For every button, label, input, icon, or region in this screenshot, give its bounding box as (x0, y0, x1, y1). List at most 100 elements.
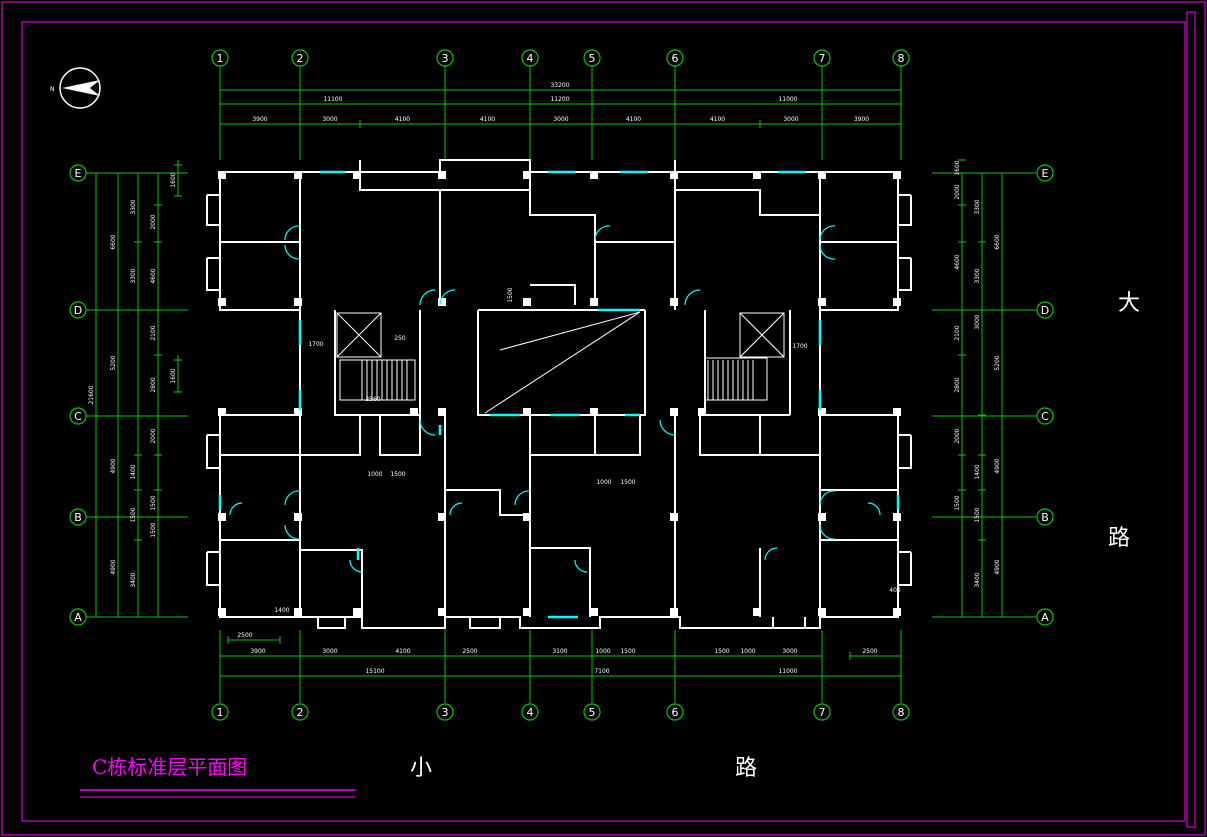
dim-right-innermost-3: 2100 (954, 325, 961, 340)
walls (206, 159, 912, 629)
door-swings (229, 225, 881, 573)
structural-columns (218, 171, 901, 616)
axis-bubble-right-C: C (1036, 407, 1054, 425)
dim-right-inner-0: 3300 (974, 199, 981, 214)
axis-bubble-bottom-8: 8 (892, 703, 910, 721)
column-1 (294, 171, 302, 179)
dim-top-span-5: 4100 (626, 116, 641, 123)
dim-right-mid-0: 6600 (994, 234, 1001, 249)
dim-top-span-1: 3000 (322, 116, 337, 123)
dim-bottom-total-2: 11000 (778, 668, 797, 675)
column-9 (893, 171, 901, 179)
dim-left-inner-4: 3400 (130, 572, 137, 587)
column-28 (218, 513, 226, 521)
dim-left-outer: 21600 (88, 385, 95, 404)
axis-bubble-bottom-5-label: 5 (589, 706, 596, 719)
dim-left-mid-1: 5200 (110, 355, 117, 370)
dim-right-inner-1: 3300 (974, 268, 981, 283)
column-40 (590, 608, 598, 616)
column-41 (670, 608, 678, 616)
dim-right-mid-3: 4900 (994, 559, 1001, 574)
axis-bubble-top-4-label: 4 (527, 52, 534, 65)
axis-bubble-top-1: 1 (211, 49, 229, 67)
axis-bubble-top-6: 6 (666, 49, 684, 67)
axis-bubble-top-3: 3 (436, 49, 454, 67)
axis-bubble-top-7: 7 (813, 49, 831, 67)
dim-top-mid-left: 11100 (323, 96, 342, 103)
column-32 (670, 513, 678, 521)
drawing-title: C栋标准层平面图 (92, 755, 247, 779)
dim-bottom-span-8: 1000 (740, 648, 755, 655)
axis-bubble-top-4: 4 (521, 49, 539, 67)
axis-bubble-bottom-7: 7 (813, 703, 831, 721)
dim-top-span-2: 4100 (395, 116, 410, 123)
axis-bubble-left-D-label: D (74, 304, 82, 317)
dim-left-innermost-4: 2000 (150, 428, 157, 443)
dim-right-inner-5: 3400 (974, 572, 981, 587)
axis-bubble-bottom-2-label: 2 (297, 706, 304, 719)
stairs (339, 357, 768, 401)
dim-left-inner-3: 1500 (130, 507, 137, 522)
dim-bottom-extra: 2500 (237, 632, 252, 639)
dim-right-innermost-5: 2000 (954, 428, 961, 443)
column-4 (523, 171, 531, 179)
dim-small-10: 1500 (620, 479, 635, 486)
dim-small-11: 1400 (274, 607, 289, 614)
column-36 (294, 608, 302, 616)
dim-left-small-1: 1600 (170, 368, 177, 383)
dim-left-innermost-6: 1500 (150, 522, 157, 537)
dim-right-mid-1: 5200 (994, 355, 1001, 370)
column-37 (353, 608, 361, 616)
axis-bubble-bottom-4: 4 (521, 703, 539, 721)
dim-small-5: 2560 (365, 396, 380, 403)
axis-bubble-top-1-label: 1 (217, 52, 224, 65)
dim-top-mid-center: 11200 (550, 96, 569, 103)
dim-left-inner-1: 3300 (130, 268, 137, 283)
dim-top-span-6: 4100 (710, 116, 725, 123)
axis-bubble-right-B: B (1036, 508, 1054, 526)
dim-right-inner-2: 3000 (974, 314, 981, 329)
dim-small-4: 1700 (792, 343, 807, 350)
axis-bubble-right-B-label: B (1041, 511, 1049, 524)
dim-bottom-span-0: 3900 (250, 648, 265, 655)
axis-bubble-right-D-label: D (1041, 304, 1049, 317)
column-8 (818, 171, 826, 179)
dim-bottom-total-0: 15100 (365, 668, 384, 675)
axis-bubble-bottom-7-label: 7 (819, 706, 826, 719)
column-19 (410, 408, 418, 416)
column-27 (893, 408, 901, 416)
axis-bubble-left-D: D (69, 301, 87, 319)
column-21 (523, 408, 531, 416)
column-12 (438, 298, 446, 306)
column-30 (438, 513, 446, 521)
axis-bubble-bottom-6-label: 6 (672, 706, 679, 719)
dim-bottom-span-3: 2500 (462, 648, 477, 655)
dim-small-8: 1500 (390, 471, 405, 478)
axis-bubble-bottom-3: 3 (436, 703, 454, 721)
axis-bubble-right-E: E (1036, 164, 1054, 182)
dim-top-span-4: 3000 (553, 116, 568, 123)
dim-bottom-span-1: 3000 (322, 648, 337, 655)
dim-right-mid-2: 4900 (994, 458, 1001, 473)
column-3 (438, 171, 446, 179)
axis-bubble-top-7-label: 7 (819, 52, 826, 65)
axis-bubble-left-E-label: E (75, 167, 82, 180)
column-14 (590, 298, 598, 306)
axis-bubble-top-6-label: 6 (672, 52, 679, 65)
axis-bubble-left-B-label: B (74, 511, 82, 524)
axis-bubble-top-2-label: 2 (297, 52, 304, 65)
column-6 (670, 171, 678, 179)
dim-right-innermost-4: 2800 (954, 377, 961, 392)
dim-bottom-span-9: 3000 (782, 648, 797, 655)
axis-bubble-left-B: B (69, 508, 87, 526)
dim-top-span-7: 3000 (783, 116, 798, 123)
axis-bubble-bottom-8-label: 8 (898, 706, 905, 719)
dim-left-mid-3: 4900 (110, 559, 117, 574)
column-29 (294, 513, 302, 521)
column-11 (294, 298, 302, 306)
dim-small-9: 1000 (596, 479, 611, 486)
dim-top-span-0: 3900 (252, 116, 267, 123)
axis-bubble-top-3-label: 3 (442, 52, 449, 65)
